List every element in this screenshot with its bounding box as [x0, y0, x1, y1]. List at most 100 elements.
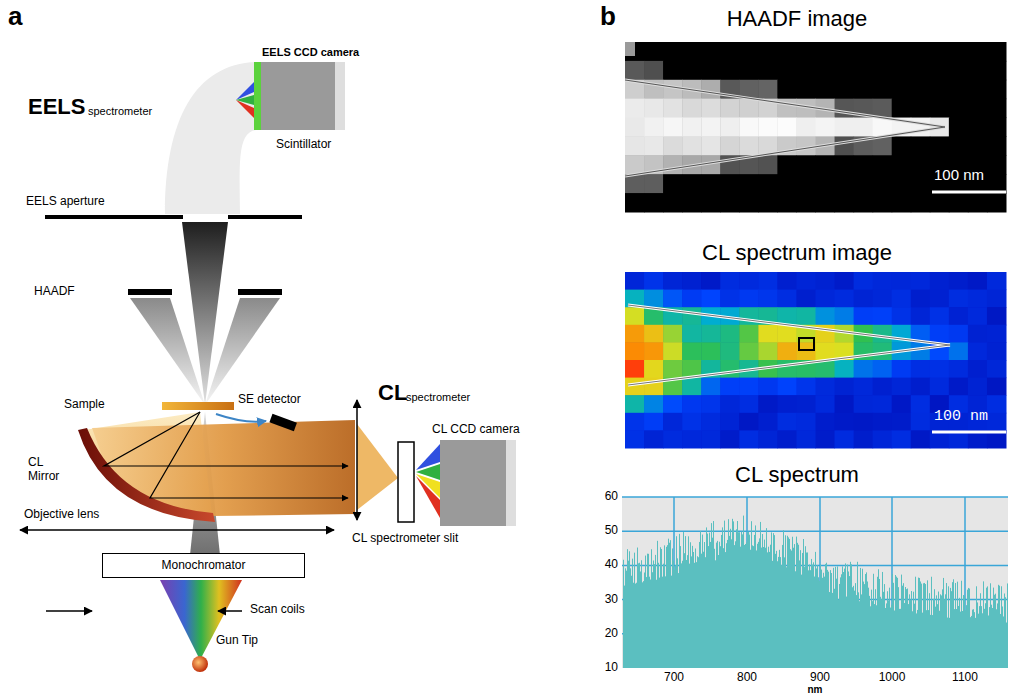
spectrum-bar [719, 542, 720, 668]
image-pixel [720, 61, 740, 80]
spectrum-bar [1003, 616, 1004, 668]
component-label: Scan coils [250, 603, 305, 617]
spectrum-bar [759, 538, 760, 668]
spectrum-bar [912, 611, 913, 668]
spectrum-bar [802, 553, 803, 668]
map-pixel [835, 395, 855, 413]
image-pixel [930, 80, 950, 99]
spectrum-bar [929, 593, 930, 668]
spectrum-bar [963, 595, 964, 668]
spectrum-bar [670, 540, 671, 668]
spectrum-bar [625, 568, 626, 668]
spectrum-bar [742, 534, 743, 668]
image-pixel [835, 99, 855, 118]
image-pixel [644, 193, 664, 212]
spectrum-bar [984, 609, 985, 668]
map-pixel [949, 342, 969, 360]
spectrum-bar [996, 609, 997, 668]
spectrum-bar [739, 532, 740, 668]
map-pixel [892, 272, 912, 290]
text-slot: CL spectrum image [622, 240, 972, 265]
axis-tick: 60 [605, 490, 618, 504]
axis-tick: 50 [605, 524, 618, 538]
spectrum-bar [964, 596, 965, 668]
spectrum-bar [844, 569, 845, 668]
map-pixel [968, 272, 988, 290]
spectrum-bar [917, 610, 918, 668]
spectrum-bar [728, 519, 729, 668]
spectrum-bar [726, 543, 727, 668]
map-pixel [739, 378, 759, 396]
image-pixel [720, 136, 740, 155]
image-pixel [930, 61, 950, 80]
map-pixel [720, 342, 740, 360]
focused-light [357, 424, 398, 510]
image-pixel [987, 61, 1007, 80]
spectrum-bar [985, 603, 986, 668]
spectrum-bar [868, 588, 869, 668]
map-pixel [739, 290, 759, 308]
annular-detector [128, 289, 172, 295]
process-box: Monochromator [102, 553, 305, 578]
map-pixel [663, 272, 683, 290]
spectrum-bar [798, 545, 799, 668]
spectrum-bar [947, 618, 948, 668]
spectrum-bar [723, 548, 724, 668]
spectrum-bar [855, 583, 856, 668]
spectrum-bar [992, 608, 993, 668]
spectrum-bar [969, 589, 970, 668]
spectrum-bar [1006, 623, 1007, 668]
image-pixel [720, 42, 740, 61]
spectrum-bar [974, 612, 975, 668]
spectrum-bar [860, 568, 861, 668]
spectrum-bar [683, 532, 684, 668]
spectrum-bar [966, 605, 967, 668]
entrance-slit [398, 442, 414, 522]
spectrum-bar [807, 552, 808, 668]
image-pixel [911, 99, 931, 118]
spectrum-bar [782, 545, 783, 668]
map-pixel [816, 342, 836, 360]
spectrum-bar [896, 577, 897, 668]
map-pixel [968, 325, 988, 343]
spectrum-bar [779, 550, 780, 668]
map-pixel [854, 378, 874, 396]
map-pixel [663, 413, 683, 431]
spectrum-bar [746, 542, 747, 668]
spectrum-bar [928, 610, 929, 668]
map-pixel [796, 307, 816, 325]
spectrum-bar [769, 552, 770, 668]
spectrum-bar [915, 577, 916, 668]
map-pixel [777, 430, 797, 448]
map-pixel [663, 342, 683, 360]
spectrum-bar [659, 578, 660, 668]
image-pixel [739, 99, 759, 118]
spectrum-bar [874, 604, 875, 668]
spectrum-bar [660, 547, 661, 668]
image-pixel [682, 61, 702, 80]
spectrum-bar [628, 561, 629, 668]
spectrum-bar [959, 598, 960, 668]
spectrum-bar [856, 595, 857, 668]
spectrum-bar [853, 586, 854, 668]
spectrum-bar [838, 600, 839, 668]
spectrum-bar [954, 609, 955, 668]
spectrum-bar [859, 601, 860, 668]
component-label: CL [378, 380, 407, 405]
spectrum-bar [997, 603, 998, 668]
spectrum-bar [634, 553, 635, 668]
camera-body [261, 62, 335, 130]
spectrum-bar [773, 533, 774, 668]
spectrum-bar [705, 557, 706, 668]
spectrum-bar [647, 554, 648, 668]
spectrum-bar [743, 516, 744, 668]
map-pixel [854, 395, 874, 413]
spectrum-bar [806, 553, 807, 668]
spectrum-bar [893, 583, 894, 668]
spectrum-bar [676, 536, 677, 668]
component-label: CL Mirror [28, 456, 72, 484]
map-pixel [644, 342, 664, 360]
spectrum-bar [823, 573, 824, 668]
map-pixel [854, 272, 874, 290]
map-pixel [720, 413, 740, 431]
